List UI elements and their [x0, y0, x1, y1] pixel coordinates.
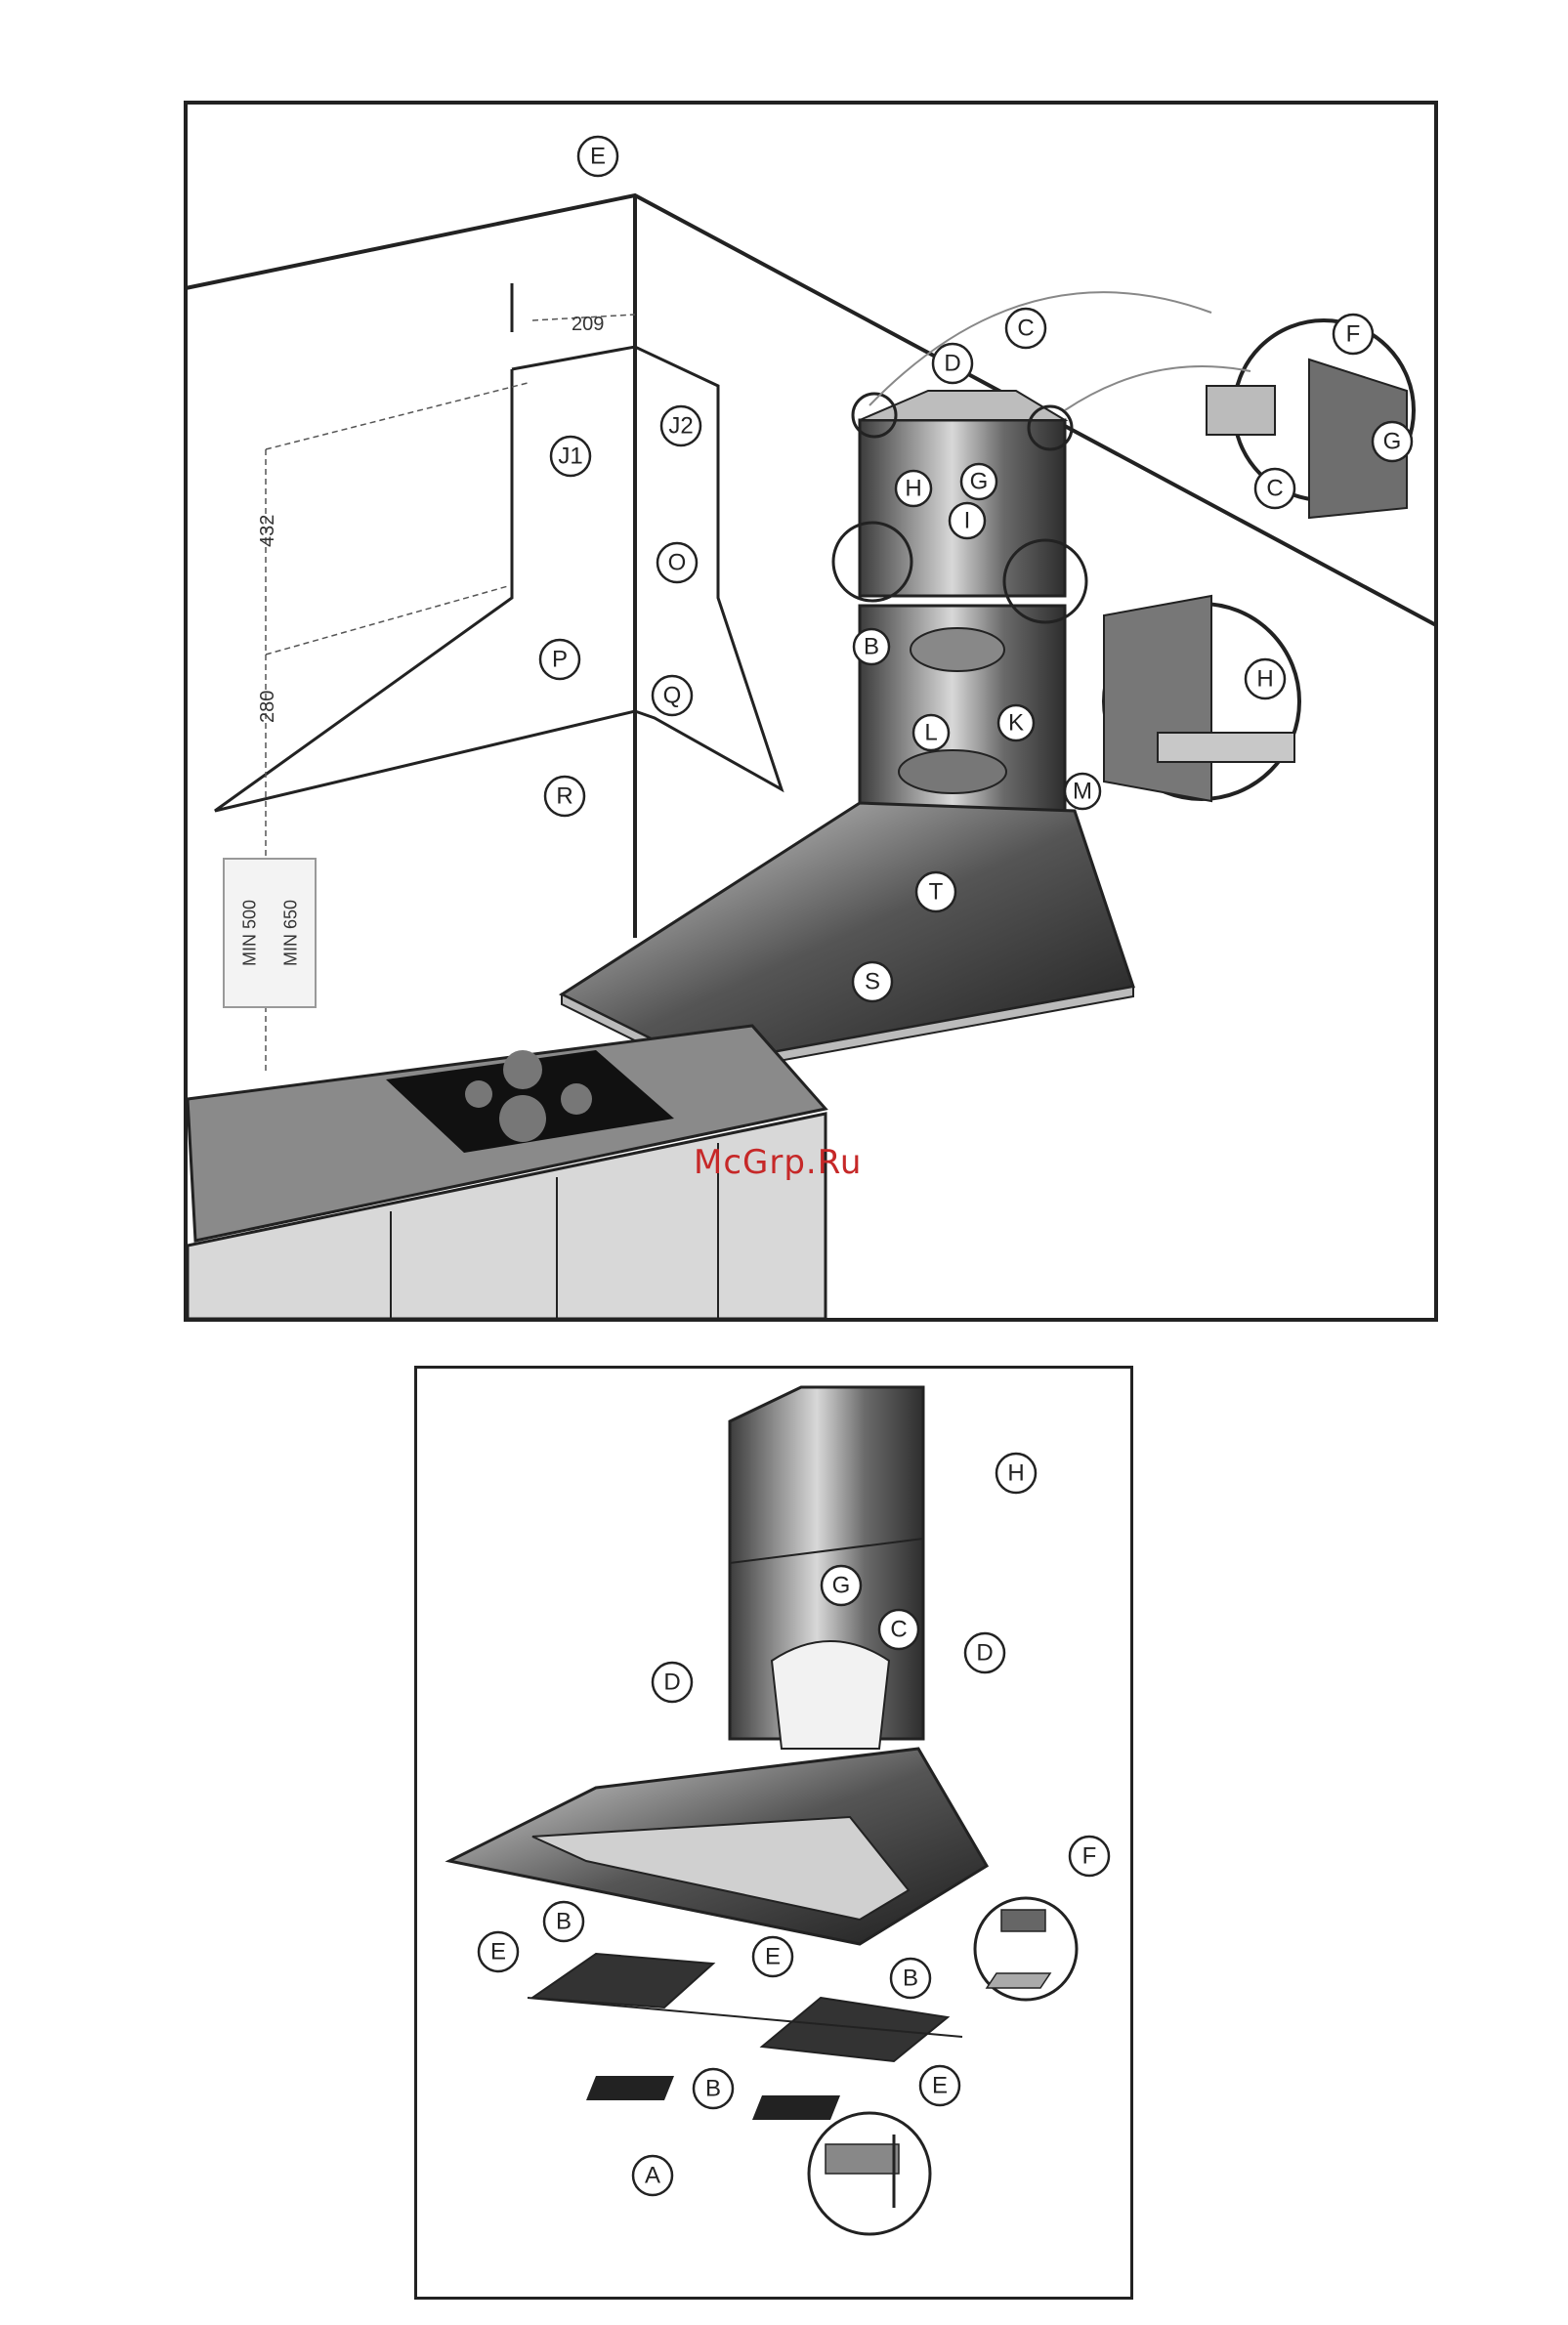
- dimension-280: 280: [257, 691, 278, 723]
- svg-text:C: C: [1017, 316, 1034, 342]
- callout-c-top: C: [1006, 309, 1045, 348]
- svg-text:I: I: [964, 508, 971, 534]
- callout-r: R: [545, 777, 584, 816]
- svg-text:D: D: [944, 351, 960, 377]
- callout-t: T: [916, 872, 955, 911]
- svg-text:H: H: [1256, 666, 1273, 693]
- callout-o: O: [657, 543, 697, 582]
- svg-text:O: O: [668, 550, 687, 576]
- detail-bracket-fg: [1207, 320, 1414, 518]
- svg-text:B: B: [864, 634, 879, 660]
- svg-text:L: L: [924, 720, 937, 746]
- svg-text:S: S: [865, 969, 880, 995]
- chimney-upper: [860, 391, 1065, 596]
- svg-text:K: K: [1008, 710, 1024, 737]
- filter-assembly-panel: [414, 1366, 1133, 2300]
- callout-d-top: D: [933, 344, 972, 383]
- svg-text:G: G: [1383, 429, 1402, 455]
- svg-text:H: H: [905, 476, 921, 502]
- chimney-lower: [860, 606, 1065, 811]
- callout-e-top: E: [578, 137, 617, 176]
- svg-text:F: F: [1346, 321, 1361, 348]
- callout-j2: J2: [661, 406, 700, 445]
- svg-text:T: T: [929, 879, 944, 906]
- dimension-lines: [266, 315, 635, 1075]
- callout-l: L: [913, 715, 949, 750]
- callout-q: Q: [653, 676, 692, 715]
- svg-text:G: G: [970, 469, 989, 495]
- wall-outline: [186, 195, 1436, 938]
- drilling-template: [215, 283, 782, 811]
- svg-text:Q: Q: [663, 683, 682, 709]
- svg-text:R: R: [556, 783, 572, 810]
- dimension-432: 432: [257, 515, 278, 547]
- svg-text:J1: J1: [558, 444, 582, 470]
- callout-c-detail: C: [1255, 469, 1294, 508]
- dimension-209: 209: [572, 314, 604, 335]
- callout-f-detail: F: [1334, 315, 1373, 354]
- min-650-label: MIN 650: [281, 900, 302, 966]
- min-500-label: MIN 500: [240, 900, 261, 966]
- callout-h-detail: H: [1246, 659, 1285, 698]
- svg-text:P: P: [552, 647, 568, 673]
- hood-body: [562, 803, 1133, 1075]
- callout-g-detail: G: [1373, 422, 1412, 461]
- callout-g-chimney: G: [961, 464, 996, 499]
- callout-k: K: [998, 705, 1034, 740]
- svg-text:C: C: [1266, 476, 1283, 502]
- callout-s: S: [853, 962, 892, 1001]
- svg-text:M: M: [1073, 779, 1092, 805]
- min-distance-box: MIN 500 MIN 650: [223, 858, 317, 1008]
- svg-text:J2: J2: [668, 413, 693, 440]
- callout-p: P: [540, 640, 579, 679]
- callout-h-chimney: H: [896, 471, 931, 506]
- callout-i: I: [950, 503, 985, 538]
- callout-b-chimney: B: [854, 629, 889, 664]
- callout-j1: J1: [551, 437, 590, 476]
- watermark: McGrp.Ru: [694, 1143, 862, 1182]
- svg-text:E: E: [590, 144, 606, 170]
- callout-m: M: [1065, 774, 1100, 809]
